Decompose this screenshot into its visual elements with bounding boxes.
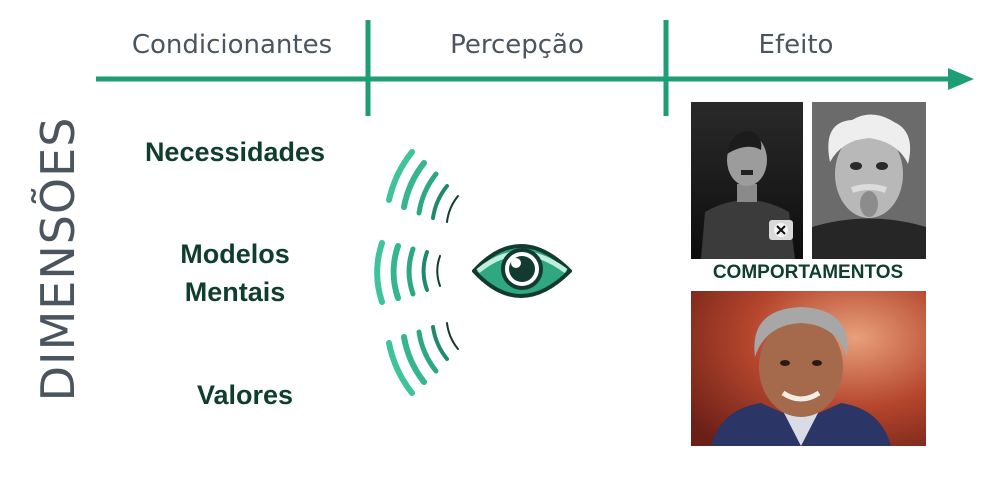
dimensions-vertical-title: DIMENSÕES bbox=[31, 116, 85, 402]
dimension-necessidades: Necessidades bbox=[144, 137, 326, 167]
perception-wave-icon-middle bbox=[374, 240, 441, 305]
column-header-efeito: Efeito bbox=[758, 30, 834, 60]
perception-wave-icon-bottom bbox=[386, 322, 459, 396]
column-header-condicionantes: Condicionantes bbox=[131, 30, 333, 60]
timeline-arrowhead bbox=[948, 68, 974, 90]
photo-portrait-1 bbox=[691, 102, 803, 259]
dimension-modelos-mentais: Modelos Mentais bbox=[180, 239, 290, 307]
behaviors-label: COMPORTAMENTOS bbox=[712, 262, 904, 283]
dimension-valores: Valores bbox=[196, 380, 294, 410]
perception-graphic bbox=[374, 149, 572, 396]
column-header-percepcao: Percepção bbox=[450, 30, 584, 60]
photo-portrait-2 bbox=[812, 102, 926, 259]
perception-wave-icon-top bbox=[386, 149, 459, 223]
eye-icon bbox=[472, 244, 572, 298]
timeline-axis bbox=[96, 20, 974, 116]
photo-portrait-3 bbox=[691, 291, 926, 446]
